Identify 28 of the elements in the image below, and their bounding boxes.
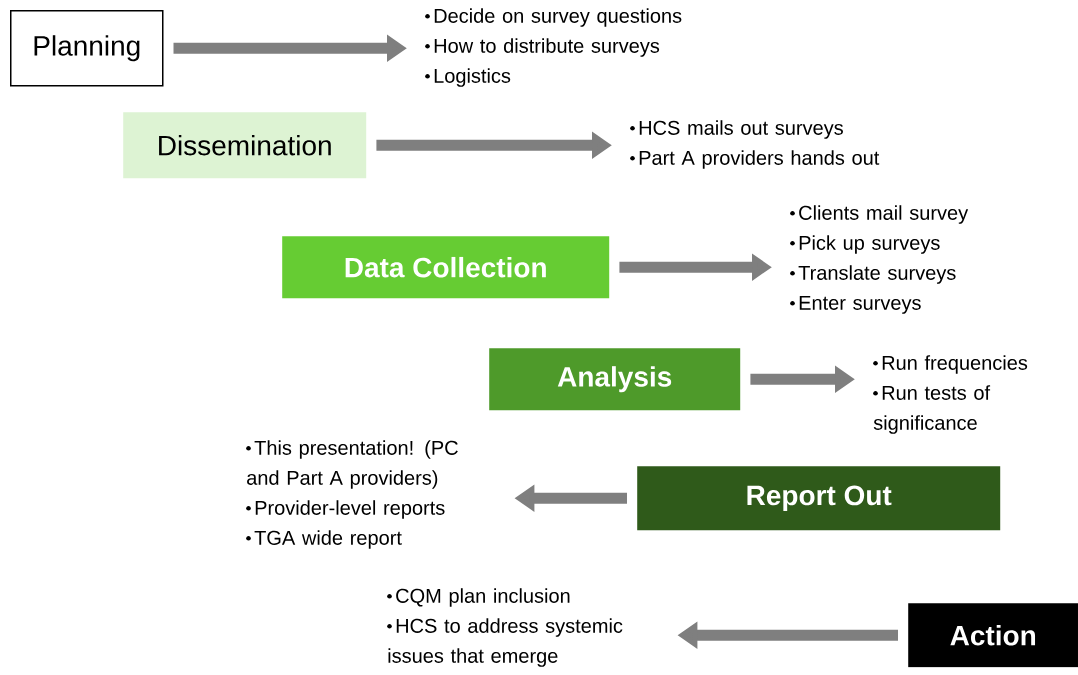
node-label: HCS to address systemic issues that emerge bbox=[388, 618, 623, 667]
bullet-list: HCS mails out surveys Part A providers hands out bbox=[630, 120, 880, 169]
node-label: How to distribute surveys bbox=[434, 38, 660, 57]
bullet-list: Run frequencies Run tests of significance bbox=[873, 355, 1028, 434]
node-label: CQM plan inclusion bbox=[396, 588, 570, 607]
node-label: Pick up surveys bbox=[799, 235, 940, 254]
bullet-list: This presentation! (PC and Part A providers) Provider-level reports TGA wide report bbox=[246, 440, 458, 549]
node-label: Provider-level reports bbox=[255, 500, 445, 519]
bullet-list: Decide on survey questions How to distribute surveys Logistics bbox=[425, 8, 682, 87]
node-label: TGA wide report bbox=[254, 530, 402, 549]
stage-box: Data Collection bbox=[282, 236, 610, 299]
node-label: Run tests of significance bbox=[873, 385, 991, 434]
node-label: Translate surveys bbox=[798, 265, 956, 284]
node-label: Part A providers hands out bbox=[639, 150, 880, 169]
node-label: Decide on survey questions bbox=[434, 8, 682, 27]
stage-box: Report Out bbox=[637, 466, 1001, 531]
stage-box: Action bbox=[908, 603, 1078, 668]
node-label: Run frequencies bbox=[882, 355, 1028, 374]
node-label: HCS mails out surveys bbox=[639, 120, 843, 139]
node-label: Clients mail survey bbox=[799, 205, 969, 224]
node-label: This presentation! (PC and Part A providers) bbox=[247, 440, 458, 489]
bullet-list: CQM plan inclusion HCS to address systemic issues that emerge bbox=[387, 588, 623, 667]
bullet-list: Clients mail survey Pick up surveys Translate surveys Enter surveys bbox=[790, 205, 969, 314]
node-label: Logistics bbox=[434, 68, 511, 87]
stage-box: Analysis bbox=[489, 348, 741, 411]
stage-box: Dissemination bbox=[123, 112, 367, 179]
stage-box: Planning bbox=[10, 10, 164, 87]
node-label: Enter surveys bbox=[799, 295, 921, 314]
